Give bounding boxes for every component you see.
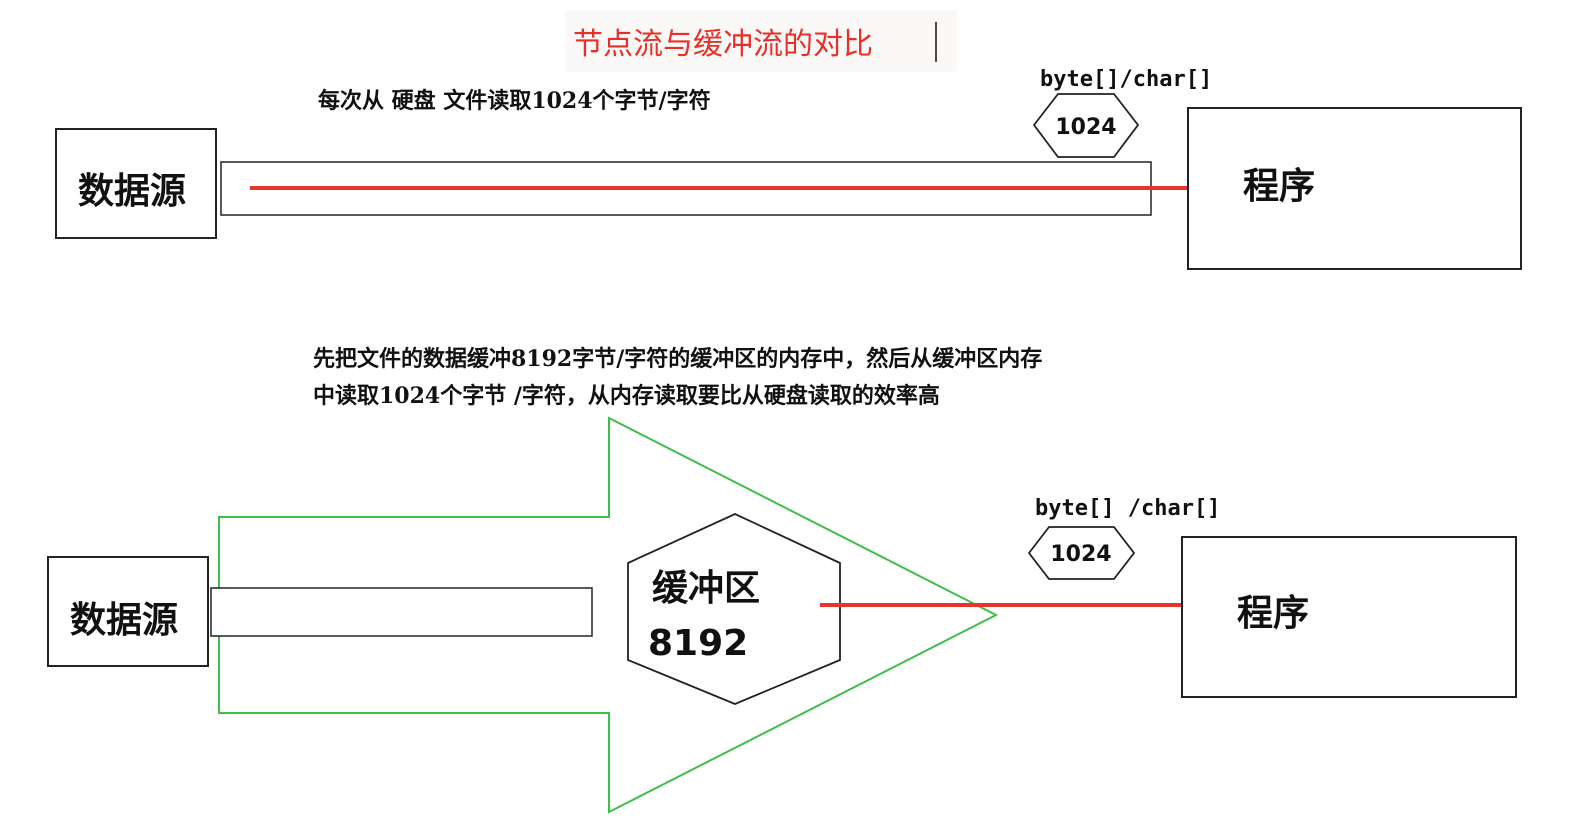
- buffer-flow-arrow: [218, 416, 999, 814]
- top-data-source-label: 数据源: [78, 170, 186, 212]
- bottom-data-source-box: [47, 556, 209, 667]
- top-program-box: [1187, 107, 1522, 270]
- bottom-program-label: 程序: [1237, 592, 1309, 634]
- bottom-array-size: 1024: [1050, 542, 1111, 567]
- title-background: [565, 10, 957, 72]
- bottom-data-source-label: 数据源: [70, 599, 178, 641]
- top-description: 每次从 硬盘 文件读取1024个字节/字符: [318, 88, 711, 114]
- bottom-array-label: byte[] /char[]: [1035, 496, 1220, 521]
- bottom-array-hexagon: [1027, 526, 1136, 580]
- bottom-description-line1: 先把文件的数据缓冲8192字节/字符的缓冲区的内存中，然后从缓冲区内存: [313, 346, 1042, 372]
- buffer-size: 8192: [648, 623, 748, 664]
- top-array-size: 1024: [1055, 115, 1116, 140]
- bottom-stream-pipe: [210, 587, 593, 637]
- top-program-label: 程序: [1243, 165, 1315, 207]
- diagram-title: 节点流与缓冲流的对比: [573, 27, 873, 62]
- bottom-program-box: [1181, 536, 1517, 698]
- top-array-label: byte[]/char[]: [1040, 67, 1212, 92]
- buffer-hexagon: [627, 513, 841, 705]
- buffer-label: 缓冲区: [652, 567, 760, 609]
- bottom-description-line2: 中读取1024个字节 /字符，从内存读取要比从硬盘读取的效率高: [313, 383, 940, 409]
- top-array-hexagon: [1032, 93, 1140, 158]
- top-data-source-box: [55, 128, 217, 239]
